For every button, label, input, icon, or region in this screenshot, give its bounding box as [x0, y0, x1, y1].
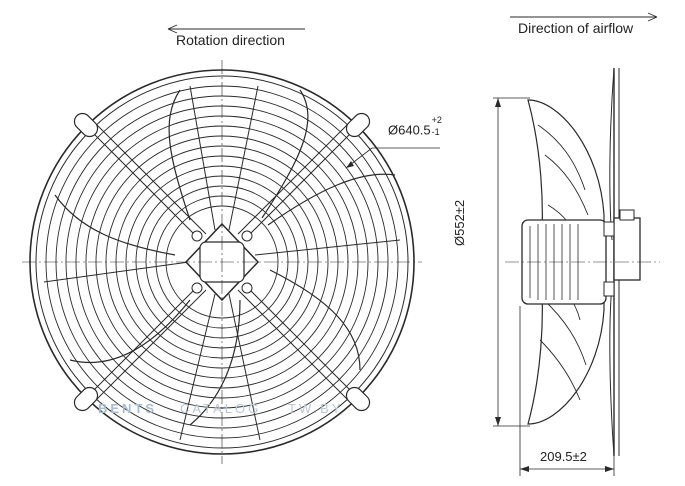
rotation-direction-label: Rotation direction	[176, 32, 285, 48]
terminal-box	[613, 217, 641, 281]
side-view	[505, 67, 660, 457]
front-view	[22, 60, 440, 464]
airflow-direction-label: Direction of airflow	[518, 20, 634, 36]
blade-diameter-dimension: Ø552±2	[452, 199, 467, 246]
cable-gland	[619, 209, 635, 221]
depth-dimension: 209.5±2	[540, 449, 587, 464]
guard-tolerance: +2-1	[431, 115, 443, 141]
guard-tol-plus: +2	[431, 115, 442, 125]
rotation-arrow	[167, 24, 305, 34]
fan-blades	[54, 89, 396, 426]
watermark-part-1: BENTS	[98, 401, 158, 416]
centre-lines	[22, 60, 422, 464]
watermark-part-3: TW.BY	[288, 401, 344, 416]
hub-bolts	[191, 230, 253, 294]
guard-spokes	[43, 85, 401, 441]
guard-tol-minus: -1	[431, 127, 440, 137]
leader-arrow	[346, 161, 354, 168]
watermark-part-2: CATALOG	[180, 401, 262, 416]
airflow-arrow	[510, 12, 658, 22]
mounting-tabs	[73, 112, 371, 412]
guard-diameter-value: Ø640.5	[388, 122, 431, 138]
side-dimensions	[493, 97, 615, 476]
guard-diameter-dimension: Ø640.5+2-1	[388, 115, 443, 141]
